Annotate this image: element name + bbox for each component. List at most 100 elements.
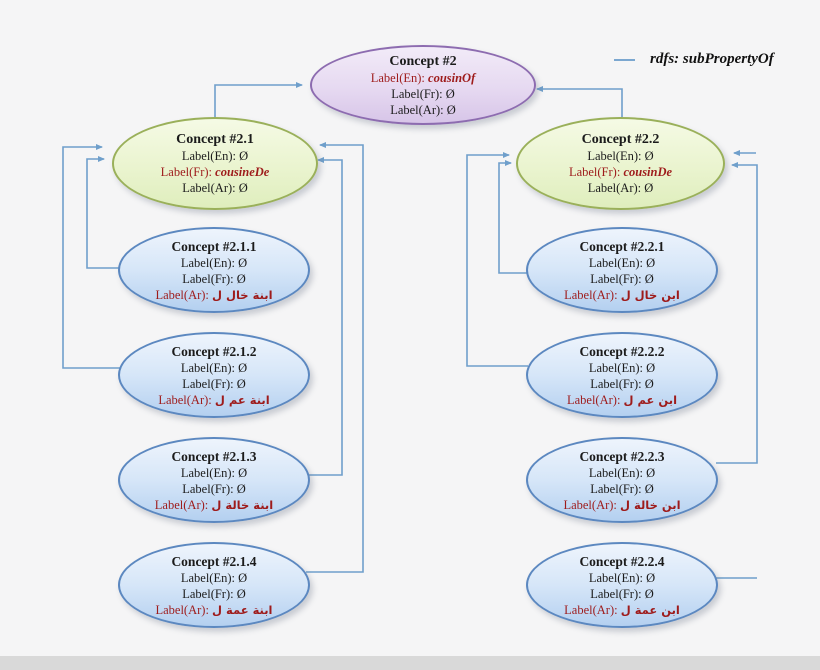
label-value: Ø xyxy=(238,181,248,195)
label-prefix: Label(En): xyxy=(181,149,236,163)
label-line-fr: Label(Fr): Ø xyxy=(590,586,654,602)
label-prefix: Label(Fr): xyxy=(391,86,443,101)
label-line-ar: Label(Ar): ابنة عم ل xyxy=(158,392,269,408)
legend: rdfs: subPropertyOf xyxy=(614,51,774,68)
label-value: ابن عمة ل xyxy=(620,602,680,617)
label-line-fr: Label(Fr): Ø xyxy=(391,86,455,102)
edge-c221-to-c22 xyxy=(498,160,528,274)
node-title: Concept #2.2.2 xyxy=(579,343,665,359)
legend-label: rdfs: subPropertyOf xyxy=(650,51,774,67)
label-value: Ø xyxy=(445,86,455,101)
node-title: Concept #2.2.3 xyxy=(579,448,665,464)
node-title: Concept #2.1.1 xyxy=(171,238,257,254)
label-prefix: Label(Ar): xyxy=(566,392,621,407)
label-prefix: Label(Ar): xyxy=(563,497,617,512)
label-prefix: Label(Ar): xyxy=(564,602,618,617)
label-value: Ø xyxy=(644,376,654,391)
label-line-ar: Label(Ar): ابن خال ل xyxy=(564,287,680,303)
label-line-fr: Label(Fr): cousineDe xyxy=(161,164,270,180)
node-title: Concept #2.2.1 xyxy=(579,238,665,254)
edge-c214-to-c21 xyxy=(306,142,364,573)
label-prefix: Label(Ar): xyxy=(154,497,209,512)
edge-c213-to-c21 xyxy=(308,157,343,476)
label-prefix: Label(En): xyxy=(180,570,235,585)
label-prefix: Label(En): xyxy=(588,570,643,585)
node-title: Concept #2.2 xyxy=(581,132,660,147)
label-prefix: Label(Ar): xyxy=(158,392,212,407)
label-prefix: Label(En): xyxy=(588,465,643,480)
label-line-en: Label(En): Ø xyxy=(589,360,655,376)
label-line-fr: Label(Fr): Ø xyxy=(182,586,246,602)
label-value: Ø xyxy=(239,149,249,163)
node-title: Concept #2.1.2 xyxy=(171,343,257,359)
node-title: Concept #2.1.4 xyxy=(171,553,257,569)
label-prefix: Label(Fr): xyxy=(182,586,234,601)
label-value: Ø xyxy=(646,465,656,480)
label-value: Ø xyxy=(238,465,248,480)
node-concept-2-1-4: Concept #2.1.4 Label(En): Ø Label(Fr): Ø… xyxy=(118,542,310,628)
label-prefix: Label(En): xyxy=(370,70,425,85)
node-concept-2-2-2: Concept #2.2.2 Label(En): Ø Label(Fr): Ø… xyxy=(526,332,718,418)
label-prefix: Label(En): xyxy=(180,255,235,270)
edge-c212-to-c21 xyxy=(62,144,120,369)
label-prefix: Label(Ar): xyxy=(182,181,236,195)
label-line-fr: Label(Fr): Ø xyxy=(590,481,654,497)
label-line-ar: Label(Ar): ابن عمة ل xyxy=(564,602,680,618)
label-prefix: Label(Fr): xyxy=(590,481,642,496)
label-line-en: Label(En): Ø xyxy=(181,360,247,376)
label-value: Ø xyxy=(236,481,246,496)
label-line-ar: Label(Ar): ابن عم ل xyxy=(567,392,677,408)
label-value: ابنة خالة ل xyxy=(211,497,274,512)
label-prefix: Label(En): xyxy=(180,465,235,480)
label-line-en: Label(En): Ø xyxy=(587,148,653,164)
label-prefix: Label(Fr): xyxy=(160,165,213,179)
node-title: Concept #2 xyxy=(389,53,457,69)
label-value: Ø xyxy=(236,271,246,286)
label-prefix: Label(Ar): xyxy=(155,287,209,302)
label-value: ابنة عمة ل xyxy=(212,602,273,617)
label-line-fr: Label(Fr): Ø xyxy=(590,376,654,392)
label-value: Ø xyxy=(446,102,456,117)
label-line-fr: Label(Fr): Ø xyxy=(590,271,654,287)
node-concept-2-2-4: Concept #2.2.4 Label(En): Ø Label(Fr): Ø… xyxy=(526,542,718,628)
label-value: cousineDe xyxy=(215,165,270,179)
label-line-fr: Label(Fr): cousinDe xyxy=(569,164,672,180)
label-line-ar: Label(Ar): Ø xyxy=(588,180,654,196)
label-line-en: Label(En): Ø xyxy=(589,570,655,586)
label-line-ar: Label(Ar): Ø xyxy=(390,102,456,118)
label-prefix: Label(En): xyxy=(588,360,643,375)
node-concept-2-1-3: Concept #2.1.3 Label(En): Ø Label(Fr): Ø… xyxy=(118,437,310,523)
node-concept-2-2: Concept #2.2 Label(En): Ø Label(Fr): cou… xyxy=(516,117,725,210)
node-concept-2-1-1: Concept #2.1.1 Label(En): Ø Label(Fr): Ø… xyxy=(118,227,310,313)
node-title: Concept #2.2.4 xyxy=(579,553,665,569)
edge-c22-to-c2 xyxy=(536,86,623,117)
label-prefix: Label(Ar): xyxy=(587,181,642,195)
label-line-en: Label(En): Ø xyxy=(589,255,655,271)
label-prefix: Label(En): xyxy=(180,360,235,375)
label-line-fr: Label(Fr): Ø xyxy=(182,376,246,392)
label-prefix: Label(Ar): xyxy=(155,602,209,617)
label-prefix: Label(Ar): xyxy=(564,287,618,302)
label-prefix: Label(En): xyxy=(588,255,643,270)
label-value: ابن عم ل xyxy=(623,392,678,407)
label-value: Ø xyxy=(644,149,654,163)
label-prefix: Label(Fr): xyxy=(182,376,234,391)
label-value: Ø xyxy=(238,570,248,585)
label-prefix: Label(Fr): xyxy=(590,376,642,391)
label-line-ar: Label(Ar): ابنة عمة ل xyxy=(155,602,272,618)
label-line-ar: Label(Ar): ابن خالة ل xyxy=(563,497,680,513)
label-value: ابنة عم ل xyxy=(214,392,270,407)
label-prefix: Label(Fr): xyxy=(182,481,234,496)
label-line-fr: Label(Fr): Ø xyxy=(182,481,246,497)
label-line-fr: Label(Fr): Ø xyxy=(182,271,246,287)
label-value: Ø xyxy=(236,376,246,391)
label-value: Ø xyxy=(238,360,248,375)
label-value: Ø xyxy=(238,255,248,270)
label-value: cousinDe xyxy=(623,165,673,179)
node-concept-2-2-3: Concept #2.2.3 Label(En): Ø Label(Fr): Ø… xyxy=(526,437,718,523)
label-line-ar: Label(Ar): ابنة خال ل xyxy=(155,287,272,303)
node-title: Concept #2.1 xyxy=(176,132,254,147)
edge-c222-to-c22 xyxy=(466,152,528,367)
